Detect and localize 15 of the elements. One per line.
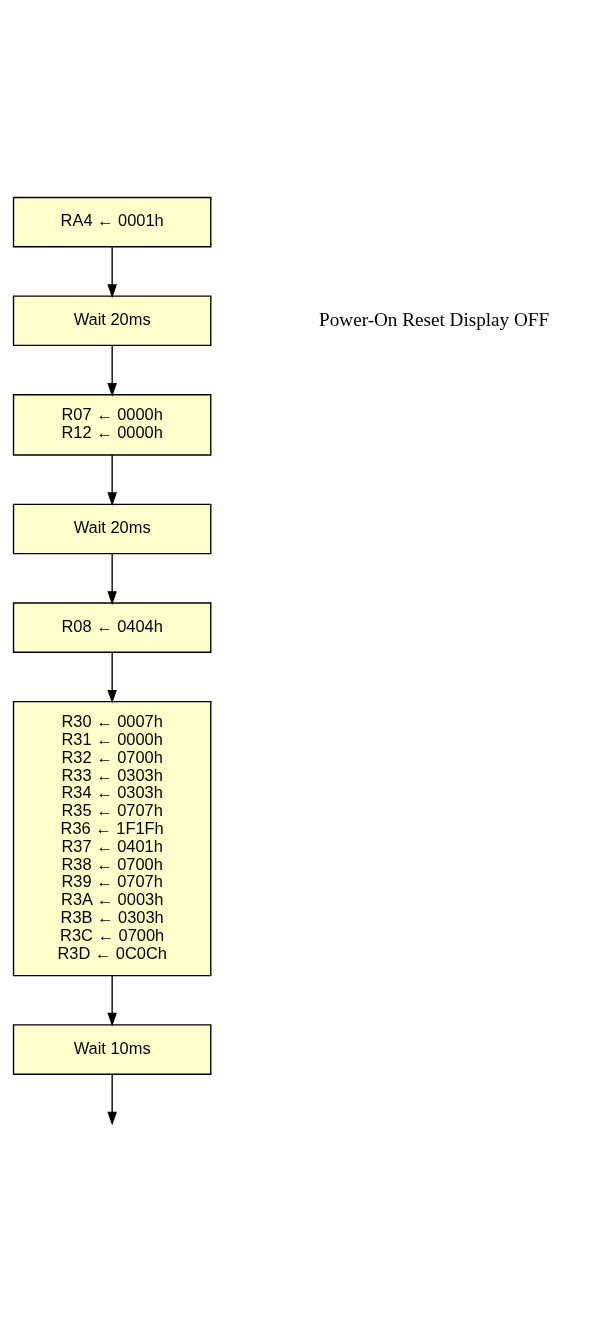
arrow — [107, 552, 117, 605]
node-box: R08 ← 0404h — [12, 601, 212, 653]
arrow — [107, 651, 117, 704]
node-box: R07 ← 0000h R12 ← 0000h — [12, 393, 212, 456]
node-box: Wait 10ms — [12, 1023, 212, 1075]
node-box: R30 ← 0007h R31 ← 0000h R32 ← 0700h R33 ← 0303h R34 ← 0303h R35 ← 0707h R36 ← 1F1Fh R37 ← 0401h R38 ← 0700h R39 ← 0707h R3A ← 0003h R3B ← 0303h R3C ← 0700h R3D ← 0C0Ch — [12, 700, 212, 976]
node-box: RA4 ← 0001h — [12, 196, 212, 247]
node-box: Wait 20ms — [12, 294, 212, 346]
arrow — [107, 974, 117, 1026]
arrow — [107, 1073, 117, 1126]
label: Power-On Reset Display OFF — [319, 308, 550, 330]
arrow — [107, 453, 117, 506]
node-box: Wait 20ms — [12, 503, 212, 554]
arrow — [107, 246, 117, 298]
arrow — [107, 344, 117, 397]
